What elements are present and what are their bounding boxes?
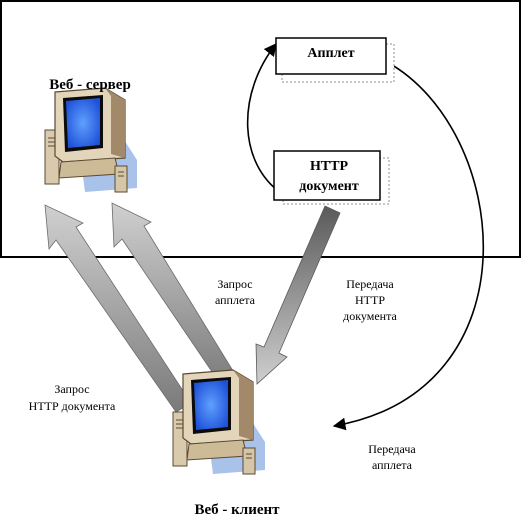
applet-box-label: Апплет <box>307 46 354 61</box>
http-box-label-line1: НТТР <box>310 159 349 174</box>
server-title: Веб - сервер <box>49 77 131 93</box>
request-http-arrow <box>44 204 192 413</box>
transfer-http-arrow <box>255 205 341 385</box>
transfer-http-label-line1: Передача <box>346 277 394 291</box>
http-box-label-line2: документ <box>299 179 359 194</box>
client-computer-icon <box>172 369 266 475</box>
request-applet-arrow <box>111 202 239 389</box>
server-computer-icon <box>44 87 138 193</box>
http-to-applet-arrow <box>246 42 278 191</box>
http-document-box: НТТР документ <box>273 150 390 205</box>
request-applet-label-line2: апплета <box>215 293 256 307</box>
transfer-applet-label-line2: апплета <box>372 458 413 472</box>
transfer-http-label-line2: НТТР <box>355 293 385 307</box>
transfer-applet-arrow <box>332 61 485 431</box>
applet-box: Апплет <box>275 37 395 83</box>
request-applet-label-line1: Запрос <box>217 277 252 291</box>
server-frame <box>0 0 521 258</box>
transfer-applet-label-line1: Передача <box>368 442 416 456</box>
request-http-label-line1: Запрос <box>54 382 89 396</box>
transfer-http-label-line3: документа <box>343 309 397 323</box>
client-title: Веб - клиент <box>194 502 280 518</box>
request-http-label-line2: НТТР документа <box>29 399 116 413</box>
